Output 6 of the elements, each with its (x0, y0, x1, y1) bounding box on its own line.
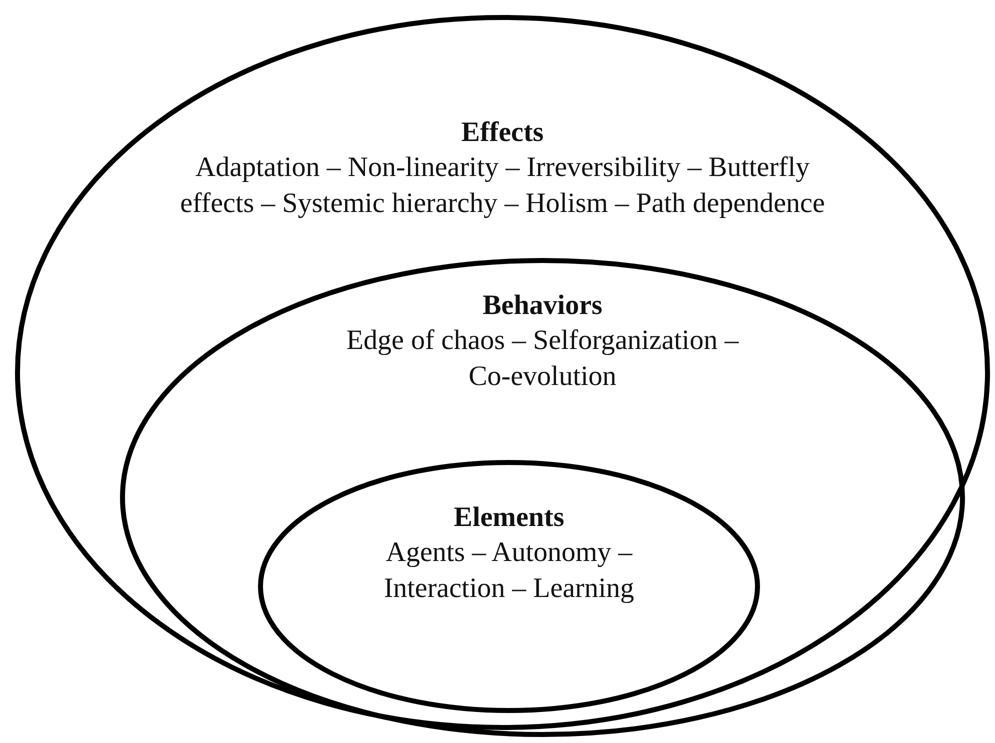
description-text: Adaptation – Non-linearity – Irreversibility – Butterfly effects – Systemic hierarchy – Holism – Path dependence (179, 151, 826, 221)
description-text: Agents – Autonomy – Interaction – Learning (382, 536, 636, 606)
heading: Effects (461, 116, 544, 150)
heading: Elements (454, 501, 564, 535)
description-text: Edge of chaos – Selforganization – Co-evolution (345, 324, 740, 394)
heading: Behaviors (482, 289, 602, 323)
